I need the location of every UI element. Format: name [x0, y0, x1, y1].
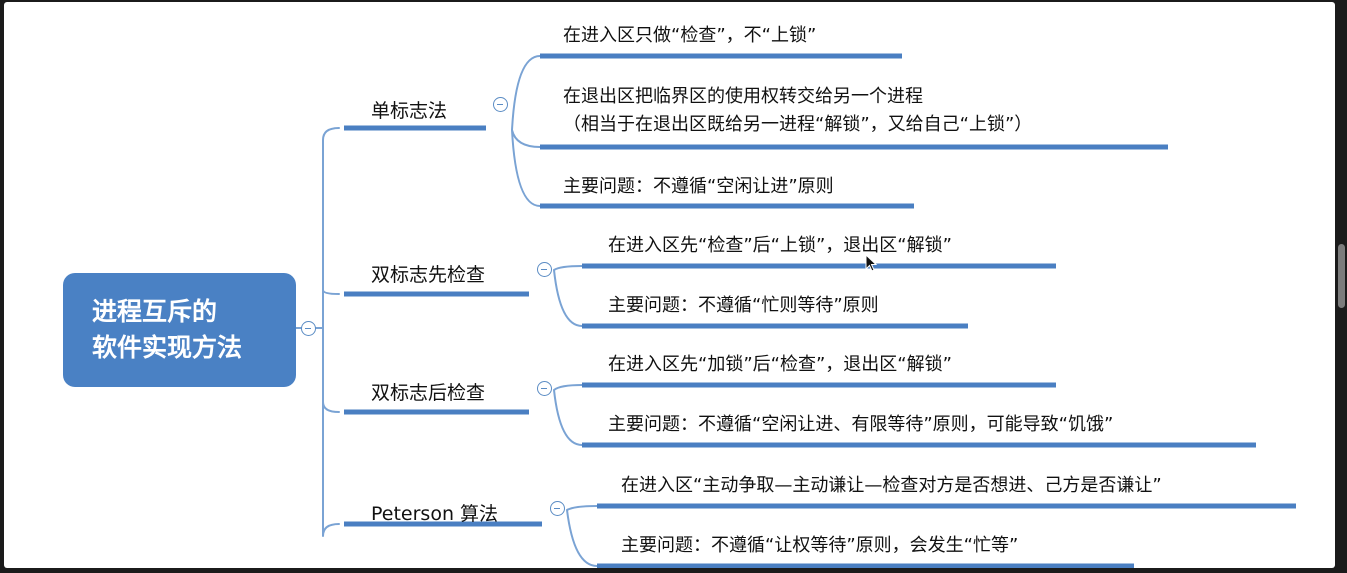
branch-3-collapse-icon[interactable]: [537, 381, 552, 396]
root-title-line1: 进程互斥的: [92, 297, 218, 326]
mouse-cursor-icon: [865, 254, 878, 272]
connector-lines: [295, 53, 1296, 568]
root-collapse-icon[interactable]: [301, 321, 316, 336]
branch-dual-flag-check-first[interactable]: 双标志先检查: [371, 264, 486, 286]
branch-1-collapse-icon[interactable]: [493, 97, 508, 112]
branch-peterson[interactable]: Peterson 算法: [371, 503, 499, 525]
leaf-4-2[interactable]: 主要问题：不遵循“让权等待”原则，会发生“忙等”: [621, 535, 1019, 556]
window-scrollbar[interactable]: [1338, 244, 1345, 308]
leaf-1-1[interactable]: 在进入区只做“检查”，不“上锁”: [563, 25, 817, 46]
leaf-4-1[interactable]: 在进入区“主动争取—主动谦让—检查对方是否想进、己方是否谦让”: [621, 475, 1162, 496]
leaf-3-1[interactable]: 在进入区先“加锁”后“检查”，退出区“解锁”: [608, 354, 952, 375]
branch-4-collapse-icon[interactable]: [550, 501, 565, 516]
leaf-2-2[interactable]: 主要问题：不遵循“忙则等待”原则: [608, 295, 879, 316]
root-title-line2: 软件实现方法: [92, 333, 243, 362]
branch-single-flag[interactable]: 单标志法: [371, 100, 448, 122]
leaf-1-2-line1[interactable]: 在退出区把临界区的使用权转交给另一个进程: [563, 86, 923, 107]
mindmap-canvas: 进程互斥的 软件实现方法 单标志法 在进入区只做“检查”，不“上锁” 在退出区把…: [4, 2, 1335, 568]
leaf-2-1[interactable]: 在进入区先“检查”后“上锁”，退出区“解锁”: [608, 235, 952, 256]
branch-dual-flag-check-after[interactable]: 双标志后检查: [371, 382, 486, 404]
leaf-1-3[interactable]: 主要问题：不遵循“空闲让进”原则: [563, 176, 834, 197]
leaf-1-2-line2[interactable]: （相当于在退出区既给另一进程“解锁”，又给自己“上锁”）: [563, 114, 1033, 135]
root-topic[interactable]: 进程互斥的 软件实现方法: [63, 273, 296, 387]
leaf-3-2[interactable]: 主要问题：不遵循“空闲让进、有限等待”原则，可能导致“饥饿”: [608, 414, 1114, 435]
branch-2-collapse-icon[interactable]: [537, 262, 552, 277]
